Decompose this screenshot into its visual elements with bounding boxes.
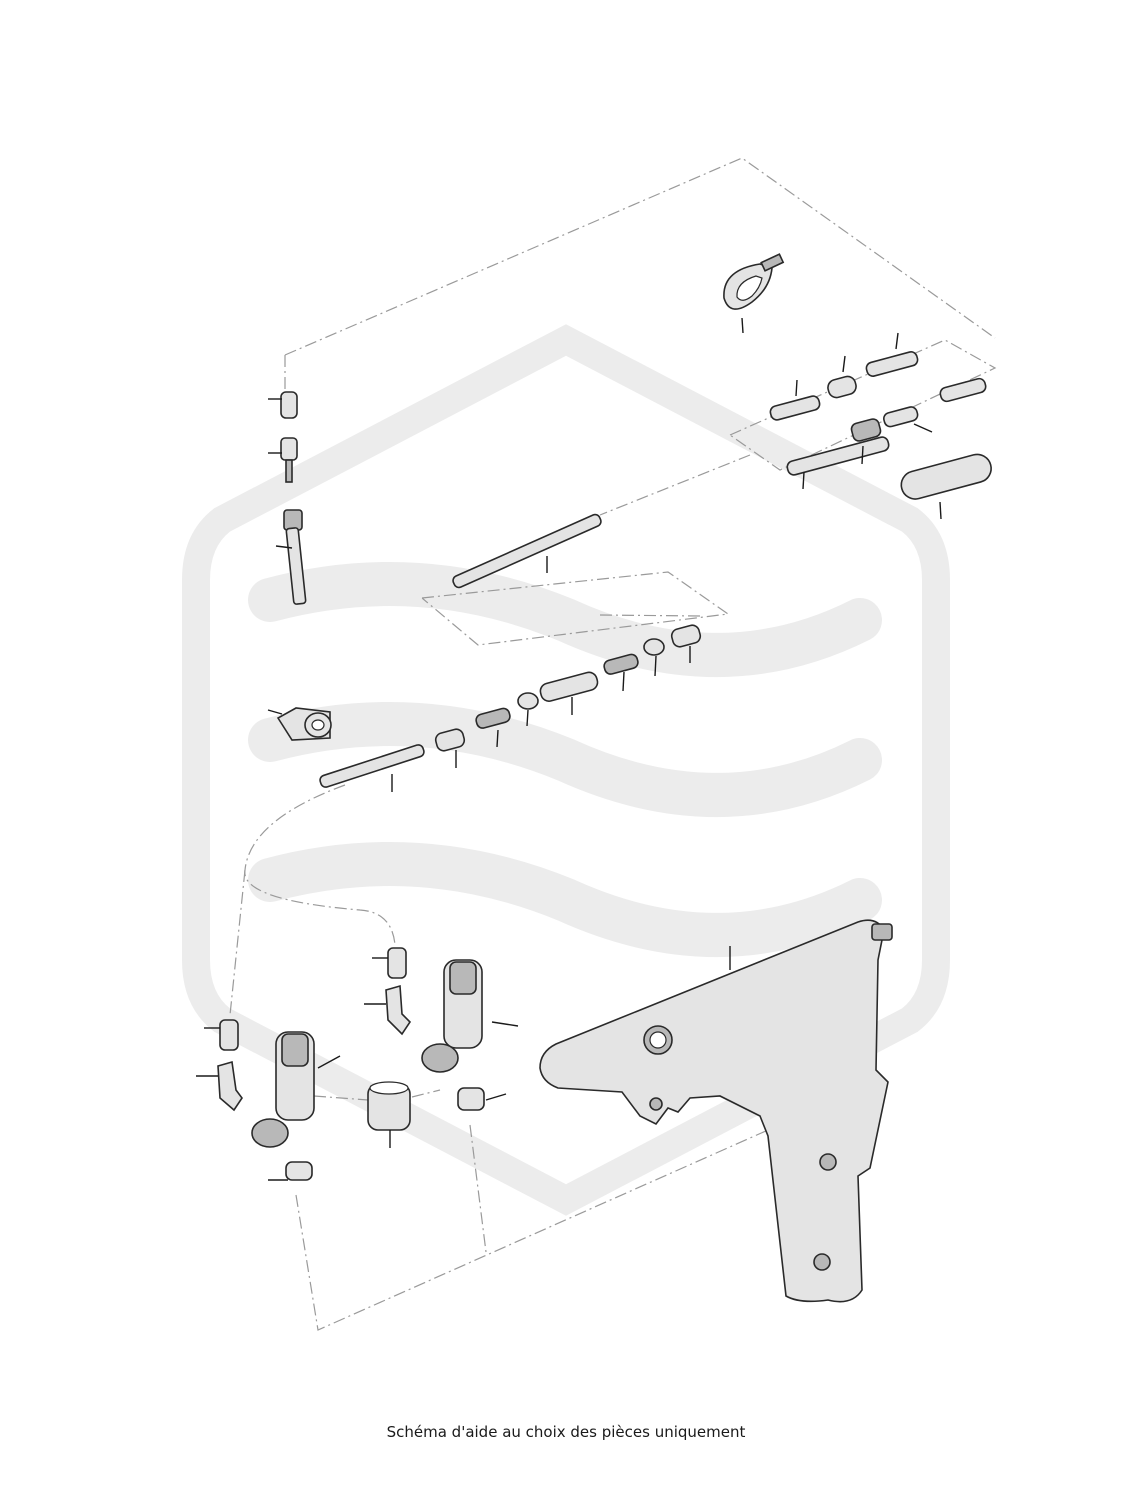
hose-clamp [723, 253, 785, 310]
hose-connector-set-middle [434, 624, 702, 752]
threaded-hose-upper [452, 513, 602, 589]
protective-sleeve [900, 453, 992, 500]
assembly-outline-lines [229, 157, 997, 1331]
washer-pump-left [217, 1019, 315, 1181]
tape-roll [276, 707, 332, 741]
diagram-caption: Schéma d'aide au choix des pièces unique… [386, 1423, 746, 1441]
rubber-grommet [367, 1081, 411, 1131]
washer-pump-center [385, 947, 485, 1111]
threaded-hose-lower [319, 744, 425, 788]
washer-fluid-reservoir [539, 919, 893, 1303]
nozzle-assembly [280, 391, 307, 605]
callout-leader-lines [196, 317, 942, 1181]
hose-connector-set [769, 351, 992, 500]
watermark-logo [182, 324, 950, 1216]
